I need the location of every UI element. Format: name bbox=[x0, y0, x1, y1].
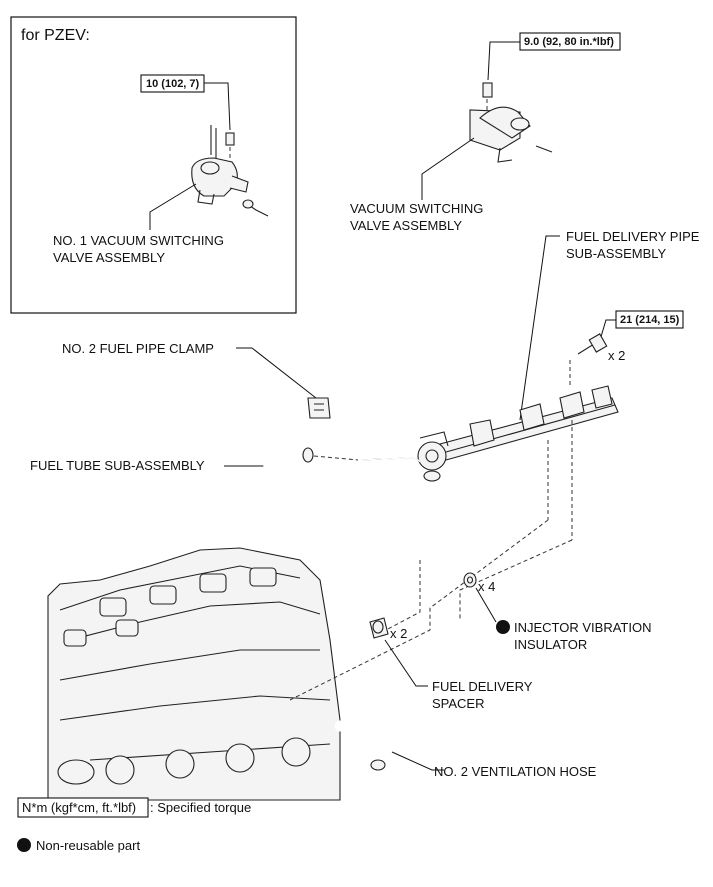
vsv-bolt-icon bbox=[482, 82, 493, 98]
pipe-bolt-torque-value: 21 (214, 15) bbox=[620, 314, 680, 326]
fuel-delivery-spacer-label-line1: FUEL DELIVERY bbox=[432, 679, 533, 694]
nonreusable-marker-icon bbox=[496, 620, 510, 634]
vsv-label-line2: VALVE ASSEMBLY bbox=[350, 218, 462, 233]
vsv-drawing bbox=[469, 82, 553, 195]
injector-insulator-label-line1: INJECTOR VIBRATION bbox=[514, 620, 651, 635]
injector-insulator-label-line2: INSULATOR bbox=[514, 637, 587, 652]
pipe-bolt-qty: x 2 bbox=[608, 348, 625, 363]
legend-torque-unit: N*m (kgf*cm, ft.*lbf) bbox=[22, 800, 136, 815]
ventilation-hose-label: NO. 2 VENTILATION HOSE bbox=[434, 764, 597, 779]
legend-nonreusable-icon bbox=[17, 838, 31, 852]
engine-block-drawing bbox=[47, 547, 341, 801]
fuel-delivery-pipe-label-line2: SUB-ASSEMBLY bbox=[566, 246, 667, 261]
legend-torque-box bbox=[17, 797, 149, 818]
vsv-label-line1: VACUUM SWITCHING bbox=[350, 201, 483, 216]
fuel-pipe-clamp-label: NO. 2 FUEL PIPE CLAMP bbox=[62, 341, 214, 356]
vsv-torque-value: 9.0 (92, 80 in.*lbf) bbox=[524, 36, 614, 48]
fuel-tube-label: FUEL TUBE SUB-ASSEMBLY bbox=[30, 458, 205, 473]
fuel-tube-drawing bbox=[263, 447, 314, 519]
ventilation-hose-drawing bbox=[334, 720, 398, 771]
legend: N*m (kgf*cm, ft.*lbf) : Specified torque… bbox=[17, 797, 251, 853]
no1-vsv-drawing bbox=[191, 125, 269, 217]
injector-insulator-icon bbox=[463, 572, 477, 588]
vsv-group: 9.0 (92, 80 in.*lbf) VACUUM SWITCHING VA… bbox=[350, 32, 621, 233]
fuel-delivery-pipe-label-line1: FUEL DELIVERY PIPE bbox=[566, 229, 700, 244]
legend-torque-desc: : Specified torque bbox=[150, 800, 251, 815]
pipe-bolt-torque: 21 (214, 15) x 2 bbox=[569, 310, 684, 385]
inset-torque-value: 10 (102, 7) bbox=[146, 78, 200, 90]
fuel-pipe-clamp-group: NO. 2 FUEL PIPE CLAMP bbox=[62, 341, 331, 419]
pipe-bolt-icon bbox=[577, 333, 608, 355]
fuel-delivery-spacer-qty: x 2 bbox=[390, 626, 407, 641]
no1-vsv-label-line2: VALVE ASSEMBLY bbox=[53, 250, 165, 265]
pzev-inset: for PZEV: 10 (102, 7) NO. 1 VACUUM SWITC… bbox=[10, 16, 297, 314]
inset-torque-callout: 10 (102, 7) bbox=[140, 74, 231, 131]
fuel-delivery-spacer-group: x 2 FUEL DELIVERY SPACER bbox=[369, 617, 533, 711]
inset-title: for PZEV: bbox=[21, 27, 90, 44]
fuel-delivery-pipe-callout: FUEL DELIVERY PIPE SUB-ASSEMBLY bbox=[519, 229, 700, 421]
ventilation-hose-group: NO. 2 VENTILATION HOSE bbox=[334, 720, 597, 779]
inset-frame bbox=[10, 16, 297, 314]
fuel-delivery-spacer-icon bbox=[369, 617, 389, 639]
fuel-delivery-spacer-label-line2: SPACER bbox=[432, 696, 485, 711]
fuel-pipe-clamp-icon bbox=[307, 397, 331, 419]
injector-insulator-group: x 4 INJECTOR VIBRATION INSULATOR bbox=[463, 572, 651, 652]
inset-bolt-icon bbox=[225, 132, 235, 146]
fuel-tube-group: FUEL TUBE SUB-ASSEMBLY bbox=[30, 447, 359, 519]
no1-vsv-label-line1: NO. 1 VACUUM SWITCHING bbox=[53, 233, 224, 248]
legend-nonreusable-text: Non-reusable part bbox=[36, 838, 140, 853]
fuel-delivery-pipe-drawing bbox=[359, 385, 619, 540]
injector-insulator-qty: x 4 bbox=[478, 579, 495, 594]
